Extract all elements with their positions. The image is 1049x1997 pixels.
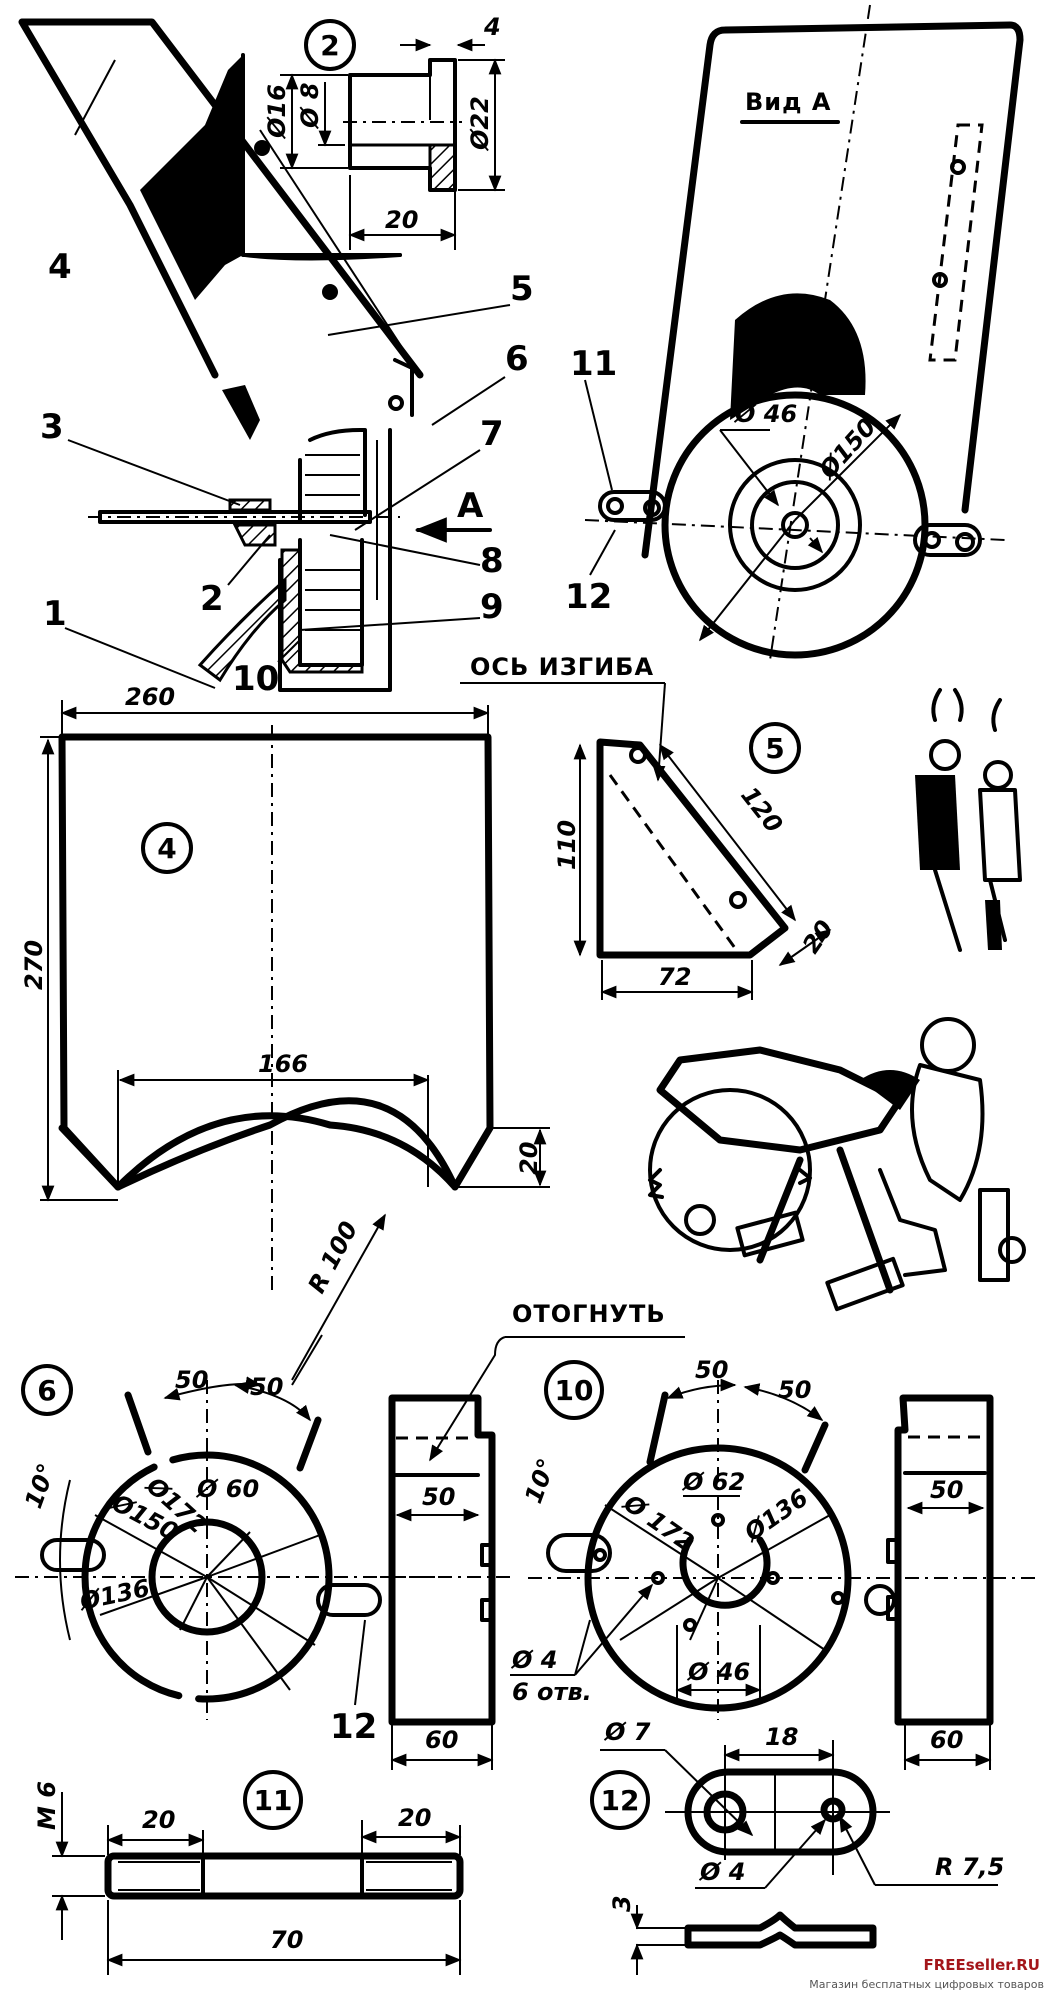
- part-5-dim-72: 72: [658, 963, 691, 991]
- part-11-circle: [243, 1770, 303, 1830]
- view-a-link-left: [598, 490, 667, 522]
- cartoon-illustration-small: [915, 688, 1022, 952]
- part-10-center-hole: [679, 1536, 771, 1609]
- part-10-circle: [544, 1360, 604, 1420]
- part-2-dim-d8: Ø 8: [296, 83, 324, 130]
- view-a-link-right: [913, 523, 982, 557]
- part-11-number: 11: [254, 1784, 293, 1817]
- part-10-number: 10: [555, 1374, 594, 1407]
- part-4-dim-r100: R 100: [303, 1217, 364, 1298]
- part-10-dim-d46: Ø 46: [686, 1658, 750, 1686]
- callout-10: 10: [232, 659, 279, 699]
- callout-6: 6: [505, 339, 529, 379]
- part-2-circle: [304, 19, 356, 71]
- part-10-disc: ОТОГНУТЬ 10 50 50 10° Ø 62 Ø 172: [429, 1300, 1040, 1720]
- view-a-hopper-cutaway: [730, 293, 866, 420]
- view-a-callout-11: 11: [570, 344, 617, 384]
- part-10-dim-d136: Ø136: [738, 1484, 813, 1549]
- part-12-dim-18: 18: [765, 1723, 798, 1751]
- view-a-title: Вид А: [745, 88, 831, 116]
- part-5-outline: [596, 738, 789, 959]
- part-5-dim-110: 110: [553, 820, 581, 870]
- hopper-cutaway: [140, 55, 243, 300]
- callout-5: 5: [510, 269, 534, 309]
- callout-7: 7: [480, 414, 504, 454]
- part-5-dim-20: 20: [797, 915, 839, 958]
- part-10-dim-50a: 50: [695, 1356, 728, 1384]
- part-6-dim-d60: Ø 60: [195, 1475, 259, 1503]
- callout-8: 8: [480, 541, 504, 581]
- part-10-dim-holes: 6 отв.: [512, 1678, 592, 1706]
- deflector: [197, 576, 287, 683]
- part-12-dim-d4: Ø 4: [698, 1858, 745, 1886]
- callout-9: 9: [480, 587, 504, 627]
- part-10-dim-50b: 50: [778, 1376, 811, 1404]
- view-a-callout-12: 12: [565, 577, 612, 617]
- part-10-side-dim-50: 50: [930, 1476, 963, 1504]
- part-6-side-view: 50 60: [380, 1394, 510, 1770]
- watermark-tagline: Магазин бесплатных цифровых товаров: [809, 1978, 1044, 1991]
- part-6-side-dim-60: 60: [425, 1726, 458, 1754]
- watermark-brand: FREEseller.RU: [923, 1956, 1040, 1974]
- part-11-dim-m6: M 6: [33, 1781, 61, 1830]
- part-4-dim-166: 166: [258, 1050, 308, 1078]
- part-12-dim-r75: R 7,5: [935, 1853, 1004, 1881]
- part-5-bracket: ОСЬ ИЗГИБА 5 110 120 72 20: [460, 653, 839, 1000]
- part-6-disc: 6 50 50 10° Ø172 Ø150 Ø 60 Ø136 12: [15, 1334, 440, 1747]
- cartoon-illustration-saw: [648, 1017, 1026, 1312]
- callout-1: 1: [43, 594, 67, 634]
- part-12-dim-d7: Ø 7: [603, 1718, 651, 1746]
- part-4-outline: [58, 733, 494, 1191]
- part-6-circle: [21, 1364, 73, 1416]
- part-6-dim-50b: 50: [250, 1373, 283, 1401]
- callout-3: 3: [40, 407, 64, 447]
- part-2-bushing: 2 Ø16 Ø 8 Ø22 4 20: [263, 13, 505, 250]
- part-2-dim-20: 20: [385, 206, 418, 234]
- part-11-outline: [104, 1852, 464, 1900]
- callout-4: 4: [48, 247, 72, 287]
- callout-2: 2: [200, 579, 224, 619]
- part-5-caption: ОСЬ ИЗГИБА: [470, 653, 654, 681]
- part-11-stud: 11 20 20 70 M 6: [33, 1770, 464, 1975]
- part-12-dim-3: 3: [608, 1895, 636, 1912]
- part-12-circle: [590, 1770, 650, 1830]
- view-a-arrow-label: A: [457, 486, 484, 526]
- part-5-number: 5: [765, 732, 784, 765]
- view-a-dim-d46: Ø 46: [733, 400, 797, 428]
- part-12-link: 12 18 Ø 7 Ø 4 R 7,5 3: [590, 1718, 1004, 1975]
- part-2-dim-d16: Ø16: [263, 84, 291, 140]
- part-10-caption: ОТОГНУТЬ: [512, 1300, 666, 1328]
- part-10-side-dim-60: 60: [930, 1726, 963, 1754]
- part-4-number: 4: [157, 832, 176, 865]
- part-10-side-view: 50 60: [886, 1394, 994, 1770]
- part-5-dim-120: 120: [735, 781, 788, 838]
- part-10-dim-angle: 10°: [519, 1455, 561, 1507]
- part-6-callout-12: 12: [330, 1707, 377, 1747]
- part-6-dim-50a: 50: [175, 1366, 208, 1394]
- view-a: Вид А Ø 46 Ø150 11 12: [565, 4, 1024, 661]
- part-11-dim-20b: 20: [398, 1804, 431, 1832]
- part-4-dim-260: 260: [125, 683, 175, 711]
- part-2-dim-4: 4: [483, 13, 501, 41]
- part-2-dim-d22: Ø22: [466, 96, 494, 152]
- part-12-number: 12: [601, 1784, 640, 1817]
- part-10-dim-d172: Ø 172: [617, 1488, 699, 1557]
- watermark-logo: FREEseller.RU Магазин бесплатных цифровы…: [809, 1956, 1044, 1991]
- part-4-circle: [141, 822, 193, 874]
- part-10-dim-d62: Ø 62: [681, 1468, 745, 1496]
- part-2-number: 2: [320, 29, 339, 62]
- part-4-dim-20: 20: [515, 1142, 543, 1175]
- part-11-dim-70: 70: [270, 1926, 303, 1954]
- assembly-section-view: A 4 3 1 2 10 5 6 7 8 9: [18, 18, 534, 699]
- view-a-dim-d150: Ø150: [812, 413, 881, 486]
- part-10-dim-d4: Ø 4: [510, 1646, 557, 1674]
- part-6-dim-angle: 10°: [19, 1460, 61, 1512]
- part-4-sheet: 4 260 270 166 R 100 20: [20, 683, 550, 1381]
- part-4-dim-270: 270: [20, 940, 48, 990]
- part-6-side-dim-50: 50: [422, 1483, 455, 1511]
- part-6-number: 6: [37, 1374, 56, 1407]
- part-11-dim-20a: 20: [142, 1806, 175, 1834]
